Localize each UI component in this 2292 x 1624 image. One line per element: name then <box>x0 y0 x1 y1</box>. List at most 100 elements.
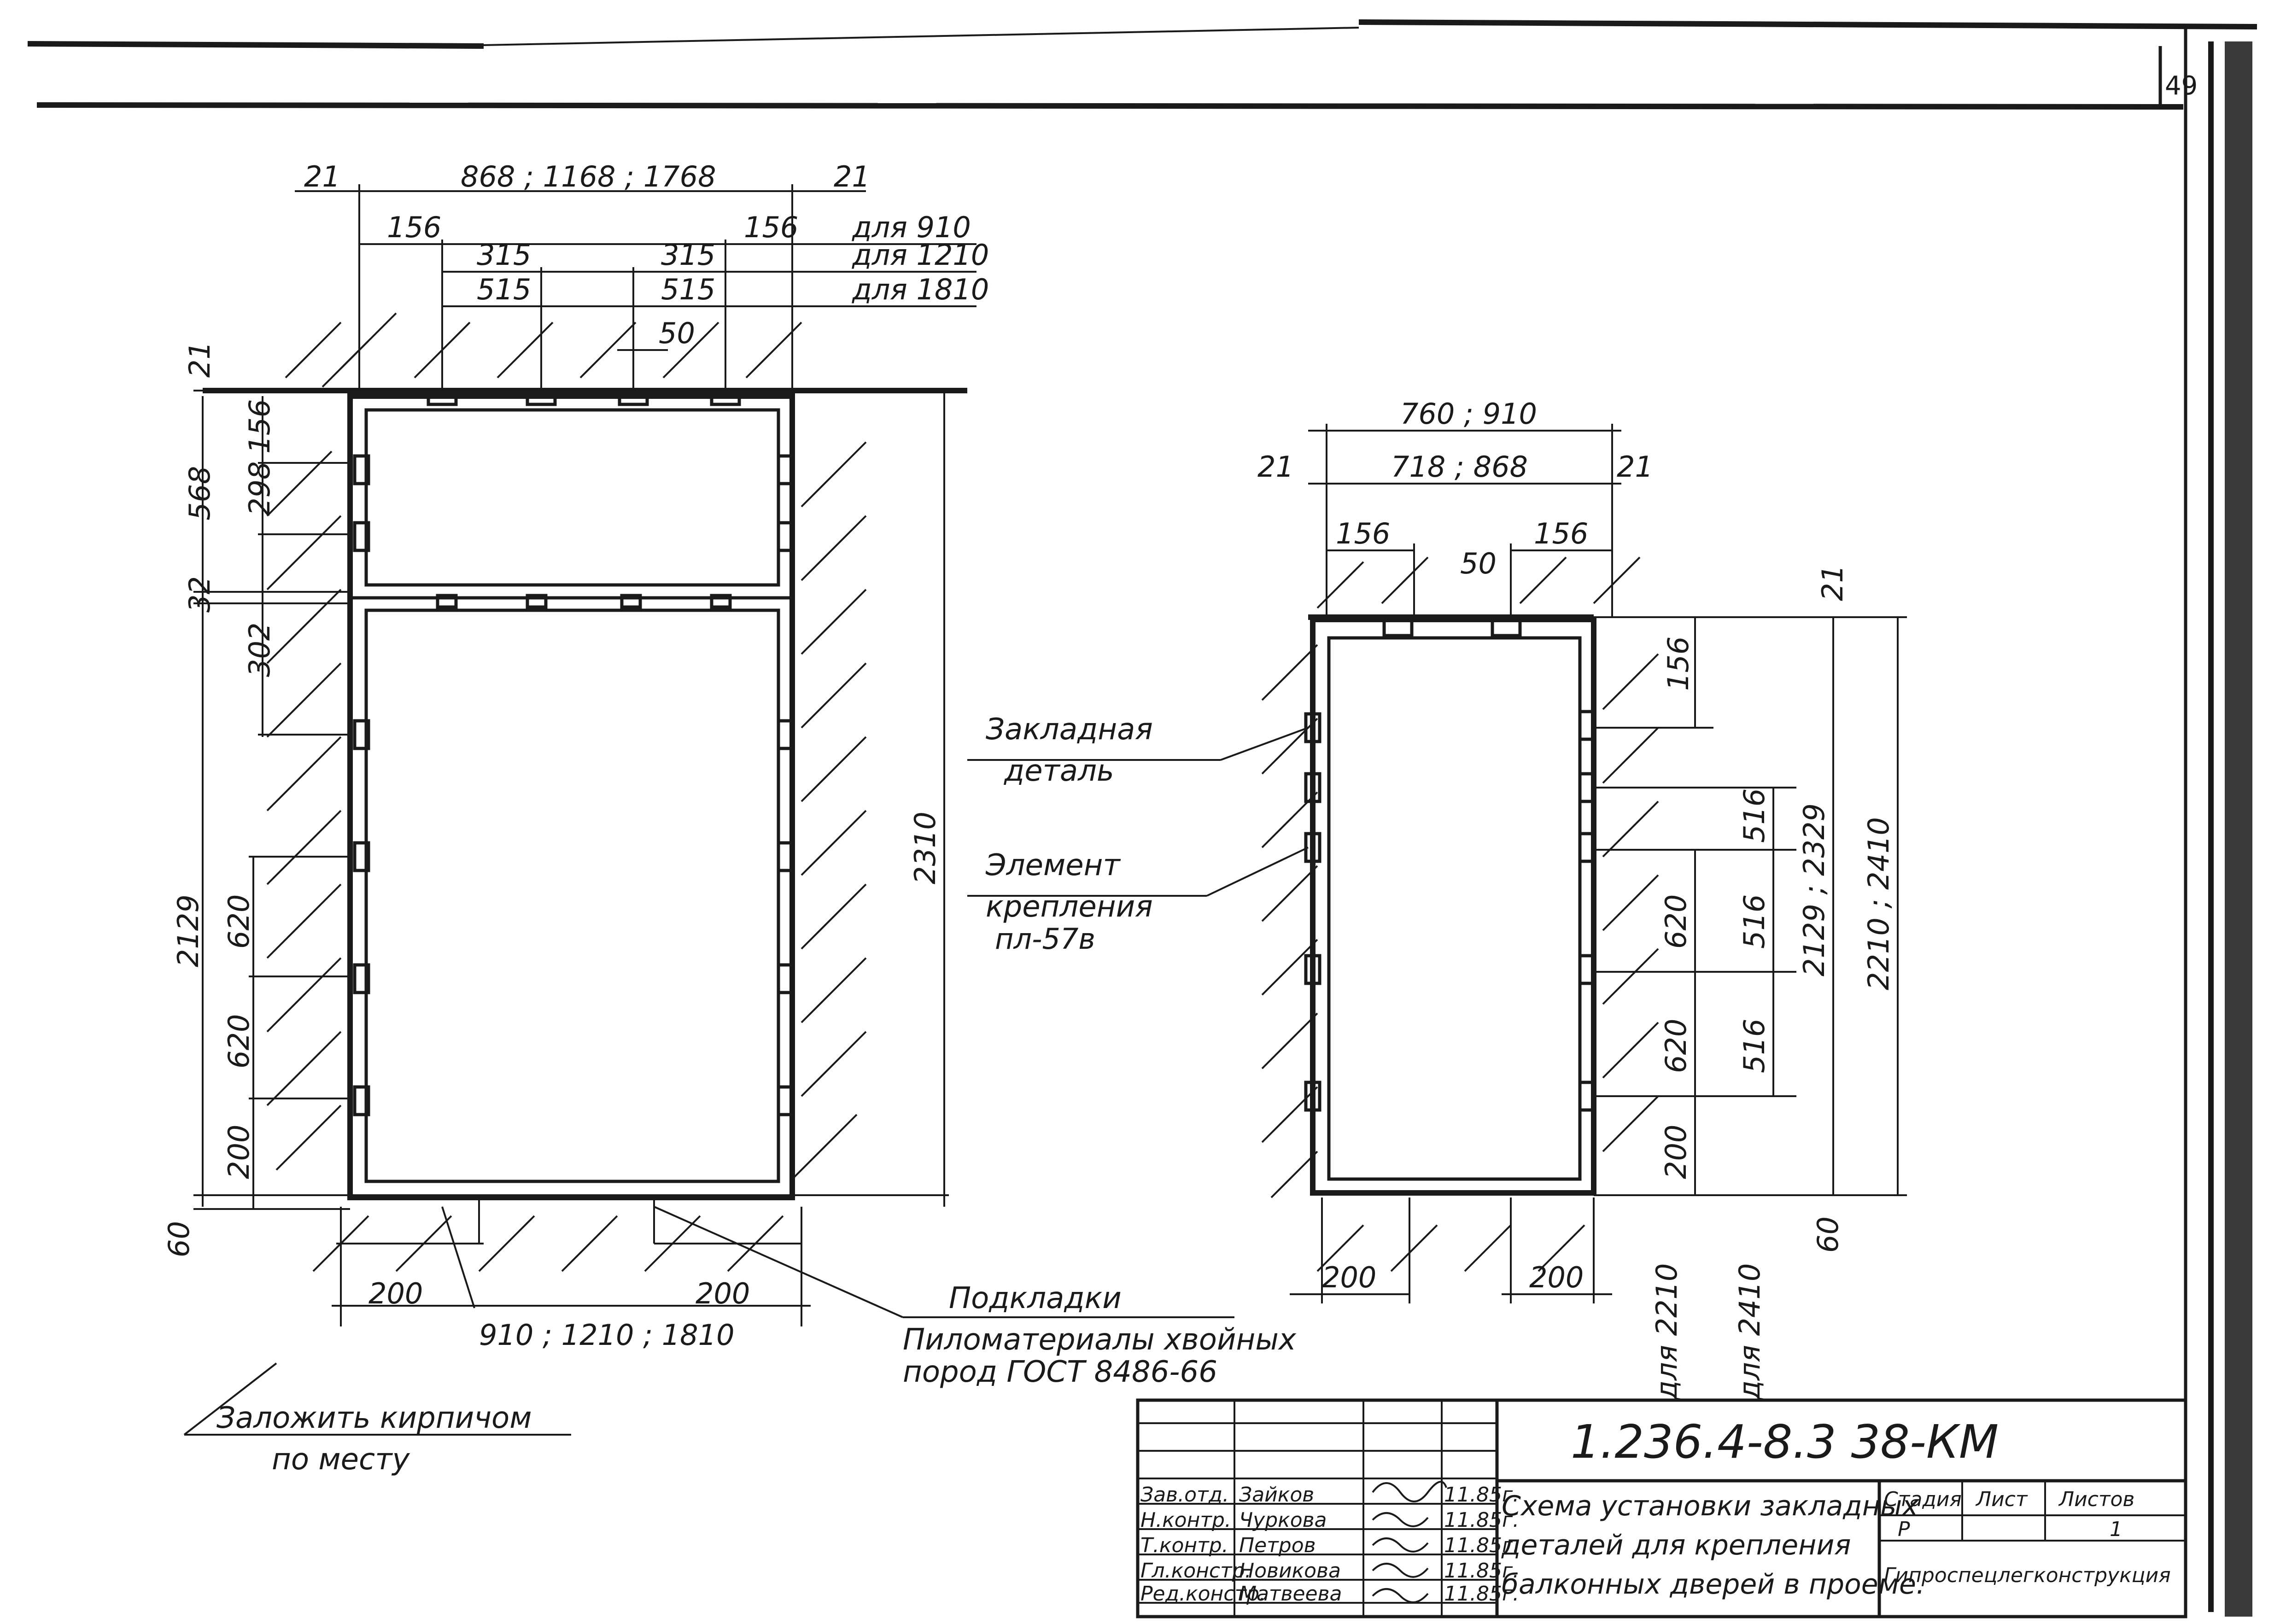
left-vdim-2310: 2310 <box>908 812 942 884</box>
right-vdim-516b: 516 <box>1737 894 1771 949</box>
left-dim-spacing-a: 315 <box>477 238 531 272</box>
left-vertical-dims: 21 156 568 298 32 302 2129 620 620 200 6… <box>162 341 942 1257</box>
left-note-1810: для 1810 <box>852 273 989 306</box>
left-vdim-620a: 620 <box>222 894 256 949</box>
left-vdim-302: 302 <box>243 623 276 677</box>
right-vdim-516a: 516 <box>1737 789 1771 843</box>
date-0: 11.85г. <box>1444 1483 1519 1507</box>
left-dim-edge-right: 156 <box>744 210 798 244</box>
right-vdim-200: 200 <box>1659 1125 1693 1179</box>
left-dimension-lines <box>193 184 976 1326</box>
sheet-header: Лист <box>1975 1488 2028 1511</box>
left-dim-widths: 868 ; 1168 ; 1768 <box>461 160 716 193</box>
right-vdim-21: 21 <box>1816 565 1849 601</box>
right-dim-inner: 718 ; 868 <box>1391 450 1528 484</box>
right-vdim-2129-2329: 2129 ; 2329 <box>1797 803 1831 976</box>
left-vdim-568: 568 <box>183 466 216 520</box>
left-vdim-156: 156 <box>243 399 276 454</box>
right-vdim-516c: 516 <box>1737 1019 1771 1073</box>
left-vdim-200: 200 <box>222 1125 256 1179</box>
label-shims-line1: Пиломатериалы хвойных <box>903 1323 1297 1357</box>
left-top-plates <box>427 389 741 609</box>
left-door-view: 21 868 ; 1168 ; 1768 21 156 156 315 315 … <box>162 160 989 1352</box>
name-4: Матвеева <box>1239 1582 1342 1606</box>
left-opening-outline <box>347 393 795 1200</box>
right-vdim-620b: 620 <box>1659 1019 1693 1073</box>
organization: Гипроспецлегконструкция <box>1884 1564 2171 1587</box>
left-vdim-60: 60 <box>162 1221 196 1257</box>
left-dim-spacing-b: 315 <box>661 238 715 272</box>
stage-value: Р <box>1898 1518 1910 1541</box>
doc-code: 1.236.4-8.3 38-КМ <box>1571 1415 1999 1469</box>
name-3: Новикова <box>1239 1559 1341 1583</box>
label-embedded-part-1: Закладная <box>986 713 1153 747</box>
date-2: 11.85г. <box>1444 1534 1519 1557</box>
left-bottom-opening: 910 ; 1210 ; 1810 <box>479 1318 735 1352</box>
right-vdim-60: 60 <box>1811 1216 1845 1253</box>
signatures <box>1372 1481 1447 1603</box>
left-vdim-2129: 2129 <box>171 894 205 967</box>
left-dim-spacing-alt-a: 515 <box>477 273 531 306</box>
left-dim-offset-right: 21 <box>834 160 870 193</box>
right-dim-plate: 50 <box>1460 547 1497 580</box>
right-door-view: 760 ; 910 21 718 ; 868 21 156 156 50 21 … <box>1257 397 1907 1401</box>
right-dimension-lines <box>1290 424 1907 1303</box>
right-dim-edge-left: 156 <box>1336 517 1390 550</box>
role-0: Зав.отд. <box>1140 1483 1229 1507</box>
doc-title-line3: балконных дверей в проеме. <box>1502 1568 1925 1601</box>
right-door-frame <box>1327 636 1582 1181</box>
label-shims-title: Подкладки <box>949 1281 1122 1315</box>
date-3: 11.85г. <box>1444 1559 1519 1583</box>
scan-edge-shading <box>2225 41 2252 1617</box>
right-dim-outer: 760 ; 910 <box>1400 397 1537 431</box>
role-3: Гл.констр. <box>1140 1559 1251 1583</box>
left-vdim-21: 21 <box>183 341 216 378</box>
callouts: Закладная деталь Элемент крепления пл-57… <box>183 713 1309 1477</box>
date-1: 11.85г. <box>1444 1508 1519 1532</box>
right-bottom-pad-right: 200 <box>1529 1261 1584 1294</box>
left-bottom-pad-left: 200 <box>368 1277 423 1310</box>
role-4: Ред.констр. <box>1140 1582 1266 1606</box>
left-dim-edge-left: 156 <box>387 210 441 244</box>
name-1: Чуркова <box>1239 1508 1327 1532</box>
right-dim-edge-right: 156 <box>1534 517 1588 550</box>
left-door-frame <box>364 608 780 1183</box>
left-dim-offset-left: 21 <box>304 160 340 193</box>
left-vdim-32: 32 <box>183 576 216 613</box>
label-brick-line1: Заложить кирпичом <box>216 1401 532 1435</box>
left-transom-frame <box>364 408 780 587</box>
left-dim-spacing-alt-b: 515 <box>661 273 715 306</box>
name-0: Зайков <box>1239 1483 1314 1507</box>
title-block: 1.236.4-8.3 38-КМ Схема установки заклад… <box>1136 1398 2187 1618</box>
right-dim-offset-left: 21 <box>1257 450 1294 484</box>
role-2: Т.контр. <box>1140 1534 1228 1557</box>
name-2: Петров <box>1239 1534 1316 1557</box>
sheets-value: 1 <box>2110 1518 2122 1541</box>
left-note-1210: для 1210 <box>852 238 989 272</box>
stage-header: Стадия <box>1884 1488 1962 1511</box>
role-1: Н.контр. <box>1140 1508 1231 1532</box>
sheet-number: 49 <box>2165 71 2198 101</box>
label-shims-line2: пород ГОСТ 8486-66 <box>903 1355 1217 1389</box>
right-vdim-620a: 620 <box>1659 894 1693 949</box>
right-opening-outline <box>1310 617 1596 1196</box>
left-note-910: для 910 <box>852 210 971 244</box>
left-wall-hatching <box>266 312 867 1272</box>
doc-title-line2: деталей для крепления <box>1501 1529 1851 1561</box>
right-wall-hatching <box>1261 556 1659 1272</box>
left-dim-plate: 50 <box>659 316 695 350</box>
right-note-2410: для 2410 <box>1733 1263 1766 1401</box>
right-top-plates <box>1382 618 1522 637</box>
sheets-header: Листов <box>2058 1488 2134 1511</box>
doc-title-line1: Схема установки закладных <box>1502 1490 1918 1522</box>
right-note-2210: для 2210 <box>1650 1263 1684 1401</box>
right-vdim-2210-2410: 2210 ; 2410 <box>1862 817 1895 990</box>
left-side-plates <box>353 454 794 1116</box>
label-fastener-code: пл-57в <box>995 922 1095 956</box>
right-vdim-156: 156 <box>1661 637 1695 691</box>
left-bottom-pad-right: 200 <box>696 1277 750 1310</box>
left-vdim-620b: 620 <box>222 1014 256 1069</box>
right-bottom-pad-left: 200 <box>1322 1261 1376 1294</box>
right-dim-offset-right: 21 <box>1617 450 1653 484</box>
